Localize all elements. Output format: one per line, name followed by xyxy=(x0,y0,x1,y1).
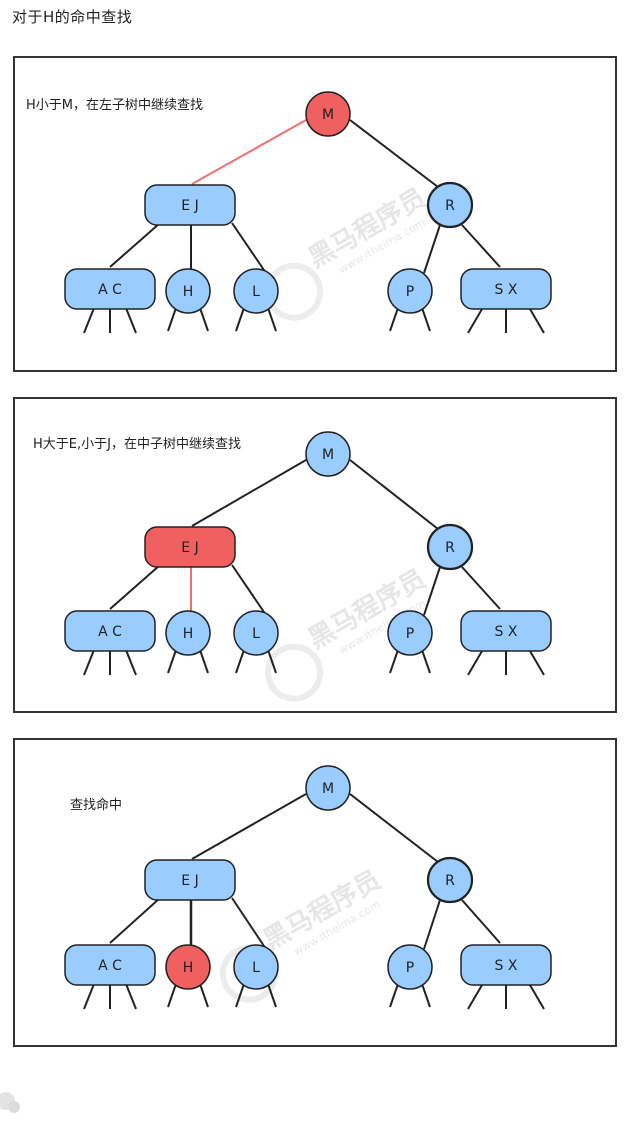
node-ac: A C xyxy=(64,610,156,652)
stub-sx-0 xyxy=(467,982,485,1010)
node-ej: E J xyxy=(144,184,236,226)
node-h: H xyxy=(165,268,211,314)
edge-ej-l xyxy=(231,564,267,616)
stub-ac-0 xyxy=(83,648,96,676)
edge-m-ej xyxy=(191,119,307,185)
node-m-label: M xyxy=(322,781,334,797)
node-sx: S X xyxy=(460,944,552,986)
node-r-label: R xyxy=(445,540,455,556)
node-p: P xyxy=(387,610,433,656)
edge-r-sx xyxy=(461,224,501,268)
node-p-label: P xyxy=(406,626,414,642)
panel-caption: H大于E,小于J，在中子树中继续查找 xyxy=(33,437,241,452)
edge-r-p xyxy=(423,899,441,950)
node-p-label: P xyxy=(406,960,414,976)
edge-m-r xyxy=(349,119,439,188)
node-h: H xyxy=(165,610,211,656)
node-ac-label: A C xyxy=(98,282,122,298)
edge-ej-ac xyxy=(109,897,161,944)
node-h: H xyxy=(165,944,211,990)
node-m-label: M xyxy=(322,447,334,463)
corner-logo-icon xyxy=(0,1092,20,1113)
node-ac: A C xyxy=(64,268,156,310)
edge-m-ej xyxy=(191,459,307,527)
node-r-label: R xyxy=(445,198,455,214)
node-ej-label: E J xyxy=(181,540,198,556)
edge-ej-l xyxy=(231,222,267,274)
node-sx: S X xyxy=(460,268,552,310)
edge-ej-ac xyxy=(109,222,161,268)
page-title: 对于H的命中查找 xyxy=(12,8,133,26)
node-h-label: H xyxy=(183,626,194,642)
stub-ac-0 xyxy=(83,306,96,334)
node-m: M xyxy=(305,765,351,811)
edge-m-r xyxy=(349,793,439,863)
stub-sx-2 xyxy=(527,982,545,1010)
node-m: M xyxy=(305,91,351,137)
stub-ac-2 xyxy=(124,648,137,676)
edge-r-sx xyxy=(461,566,501,610)
node-l-label: L xyxy=(252,626,260,642)
tree-nodes: M E J R A C H L P S X xyxy=(64,431,552,656)
node-m: M xyxy=(305,431,351,477)
stub-sx-2 xyxy=(527,306,545,334)
tree-nodes: M E J R A C H L P S X xyxy=(64,91,552,314)
panel-caption: 查找命中 xyxy=(70,798,123,813)
edge-m-ej xyxy=(191,793,307,860)
tree-edges xyxy=(83,459,545,676)
node-l: L xyxy=(233,610,279,656)
node-l: L xyxy=(233,944,279,990)
node-ej-label: E J xyxy=(181,873,198,889)
node-r: R xyxy=(426,181,474,229)
node-l: L xyxy=(233,268,279,314)
stub-ac-2 xyxy=(124,306,137,334)
node-sx: S X xyxy=(460,610,552,652)
edge-r-sx xyxy=(461,899,501,944)
tree-nodes: M E J R A C H L P S X xyxy=(64,765,552,990)
edge-m-r xyxy=(349,459,439,530)
edge-ej-ac xyxy=(109,564,161,610)
node-sx-label: S X xyxy=(495,958,518,974)
node-r-label: R xyxy=(445,873,455,889)
node-m-label: M xyxy=(322,107,334,123)
node-p: P xyxy=(387,944,433,990)
node-r: R xyxy=(426,856,474,904)
node-h-label: H xyxy=(183,284,194,300)
stub-sx-0 xyxy=(467,648,485,676)
node-ej: E J xyxy=(144,859,236,901)
stub-sx-2 xyxy=(527,648,545,676)
stub-sx-0 xyxy=(467,306,485,334)
tree-edges xyxy=(83,119,545,334)
node-r: R xyxy=(426,523,474,571)
node-ac: A C xyxy=(64,944,156,986)
node-l-label: L xyxy=(252,284,260,300)
node-h-label: H xyxy=(183,960,194,976)
node-sx-label: S X xyxy=(495,282,518,298)
node-p: P xyxy=(387,268,433,314)
edge-r-p xyxy=(423,566,441,616)
panel-caption: H小于M，在左子树中继续查找 xyxy=(26,98,203,113)
node-ac-label: A C xyxy=(98,624,122,640)
node-ac-label: A C xyxy=(98,958,122,974)
node-l-label: L xyxy=(252,960,260,976)
node-p-label: P xyxy=(406,284,414,300)
node-sx-label: S X xyxy=(495,624,518,640)
stub-ac-0 xyxy=(83,982,96,1010)
edge-r-p xyxy=(423,224,441,274)
stub-ac-2 xyxy=(124,982,137,1010)
node-ej-label: E J xyxy=(181,198,198,214)
edge-ej-l xyxy=(231,897,267,950)
node-ej: E J xyxy=(144,526,236,568)
